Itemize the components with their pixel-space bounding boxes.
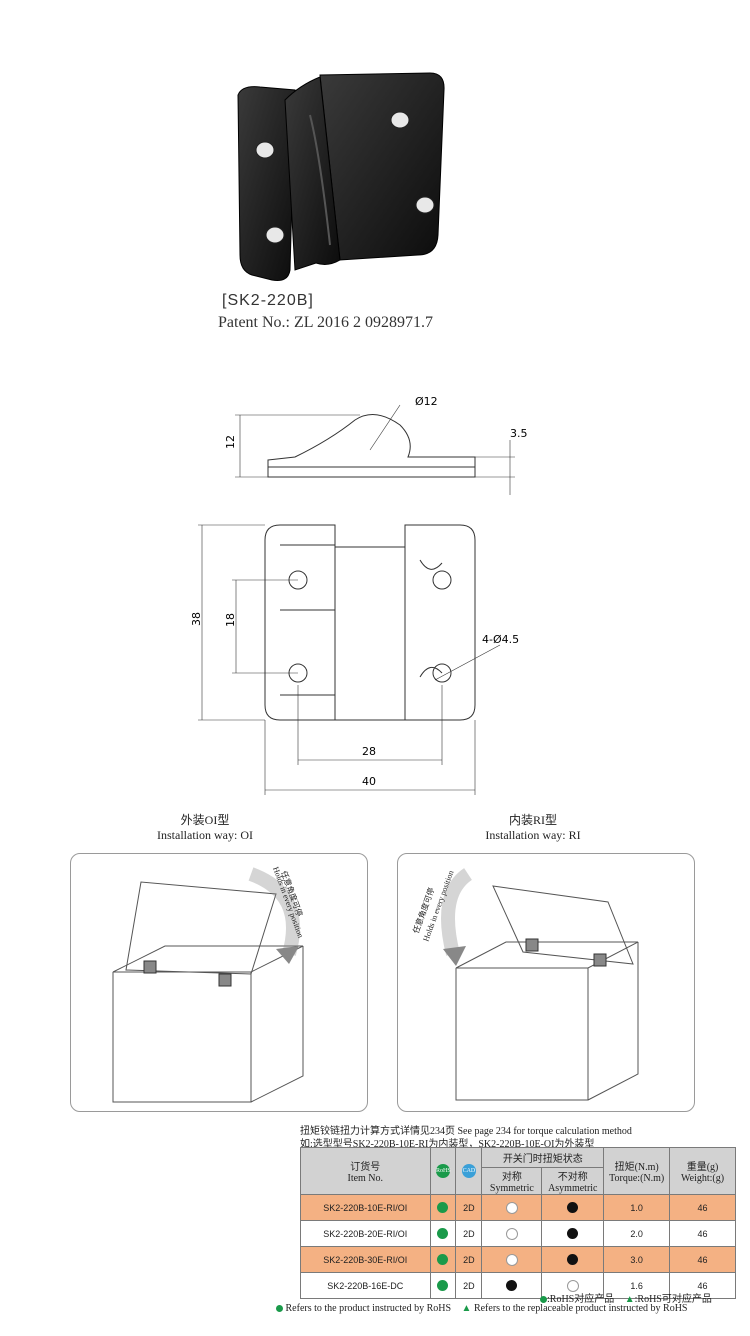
dim-thickness: 3.5 xyxy=(510,427,528,440)
torque-value: 3.0 xyxy=(603,1246,671,1273)
model-example-note: 如:选型型号SK2-220B-10E-RI为内装型，SK2-220B-10E-O… xyxy=(300,1139,595,1150)
install-ri-cn: 内装RI型 xyxy=(508,813,557,827)
hinge-product-photo xyxy=(237,72,445,281)
install-ri-en: Installation way: RI xyxy=(485,828,581,842)
legend-cn: :RoHS对应产品 ▲:RoHS可对应产品 xyxy=(540,1290,712,1305)
col-cad: CAD xyxy=(455,1147,483,1195)
table-row: SK2-220B-20E-RI/OI 2D 2.0 46 xyxy=(300,1220,736,1247)
cad-format: 2D xyxy=(455,1272,483,1299)
asymmetric-filled-icon xyxy=(567,1202,579,1214)
col-torque-state: 开关门时扭矩状态 xyxy=(481,1147,605,1168)
cad-format: 2D xyxy=(455,1220,483,1247)
front-view-drawing: 38 18 4-Ø4.5 28 40 xyxy=(190,524,519,795)
dim-hole-spacing-v: 18 xyxy=(224,613,237,627)
install-ri-panel: 任意角度可停 Holds in every position xyxy=(397,853,695,1112)
rohs-badge-icon: RoHS xyxy=(435,1164,451,1178)
rohs-dot-icon xyxy=(540,1296,547,1304)
legend-en: Refers to the product instructed by RoHS… xyxy=(276,1303,687,1314)
rohs-dot-icon xyxy=(437,1202,449,1214)
install-oi-cn: 外装OI型 xyxy=(180,813,230,827)
side-view-drawing: Ø12 12 3.5 xyxy=(224,395,528,495)
table-row: SK2-220B-30E-RI/OI 2D 3.0 46 xyxy=(300,1246,736,1273)
dim-total-height: 38 xyxy=(190,612,203,626)
asymmetric-empty-icon xyxy=(566,1279,579,1292)
install-ri-heading: 内装RI型 Installation way: RI xyxy=(458,813,608,843)
weight-value: 46 xyxy=(669,1194,736,1221)
torque-value: 1.0 xyxy=(603,1194,671,1221)
torque-value: 2.0 xyxy=(603,1220,671,1247)
symmetric-filled-icon xyxy=(506,1280,518,1292)
dim-width: 40 xyxy=(362,775,376,788)
asymmetric-filled-icon xyxy=(567,1228,579,1240)
item-no: SK2-220B-10E-RI/OI xyxy=(300,1194,431,1221)
torque-note: 扭矩铰链扭力计算方式详情见234页 See page 234 for torqu… xyxy=(300,1126,632,1137)
table-row: SK2-220B-10E-RI/OI 2D 1.0 46 xyxy=(300,1194,736,1221)
triangle-icon: ▲ xyxy=(624,1294,635,1305)
asymmetric-filled-icon xyxy=(567,1254,579,1266)
torque-value: 1.6 xyxy=(603,1272,671,1299)
install-oi-illustration: 任意角度可停 Holds in every position xyxy=(112,866,305,1103)
weight-value: 46 xyxy=(669,1220,736,1247)
symmetric-empty-icon xyxy=(505,1201,518,1214)
install-oi-panel: 任意角度可停 Holds in every position xyxy=(70,853,368,1112)
install-oi-en: Installation way: OI xyxy=(157,828,253,842)
col-weight: 重量(g)Weight:(g) xyxy=(669,1147,736,1195)
rohs-dot-icon xyxy=(437,1254,449,1266)
item-no: SK2-220B-30E-RI/OI xyxy=(300,1246,431,1273)
product-model-label: [SK2-220B] xyxy=(222,292,314,309)
cad-format: 2D xyxy=(455,1194,483,1221)
table-row: SK2-220B-16E-DC 2D 1.6 46 xyxy=(300,1272,736,1299)
cad-badge-icon: CAD xyxy=(461,1164,476,1178)
rohs-dot-icon xyxy=(437,1228,449,1240)
install-oi-heading: 外装OI型 Installation way: OI xyxy=(130,813,280,843)
rohs-dot-icon xyxy=(437,1280,449,1292)
symmetric-empty-icon xyxy=(505,1227,518,1240)
item-no: SK2-220B-20E-RI/OI xyxy=(300,1220,431,1247)
weight-value: 46 xyxy=(669,1246,736,1273)
patent-number: Patent No.: ZL 2016 2 0928971.7 xyxy=(218,314,433,331)
symmetric-empty-icon xyxy=(505,1253,518,1266)
item-no: SK2-220B-16E-DC xyxy=(300,1272,431,1299)
cad-format: 2D xyxy=(455,1246,483,1273)
weight-value: 46 xyxy=(669,1272,736,1299)
dim-holes: 4-Ø4.5 xyxy=(482,633,519,646)
col-rohs: RoHS xyxy=(429,1147,457,1195)
dim-height: 12 xyxy=(224,435,237,449)
rohs-dot-icon xyxy=(276,1305,283,1313)
col-torque: 扭矩(N.m)Torque:(N.m) xyxy=(603,1147,671,1195)
dim-hole-spacing-h: 28 xyxy=(362,745,376,758)
triangle-icon: ▲ xyxy=(461,1303,472,1314)
dim-diameter: Ø12 xyxy=(415,395,438,408)
install-ri-illustration: 任意角度可停 Holds in every position xyxy=(410,868,639,1101)
